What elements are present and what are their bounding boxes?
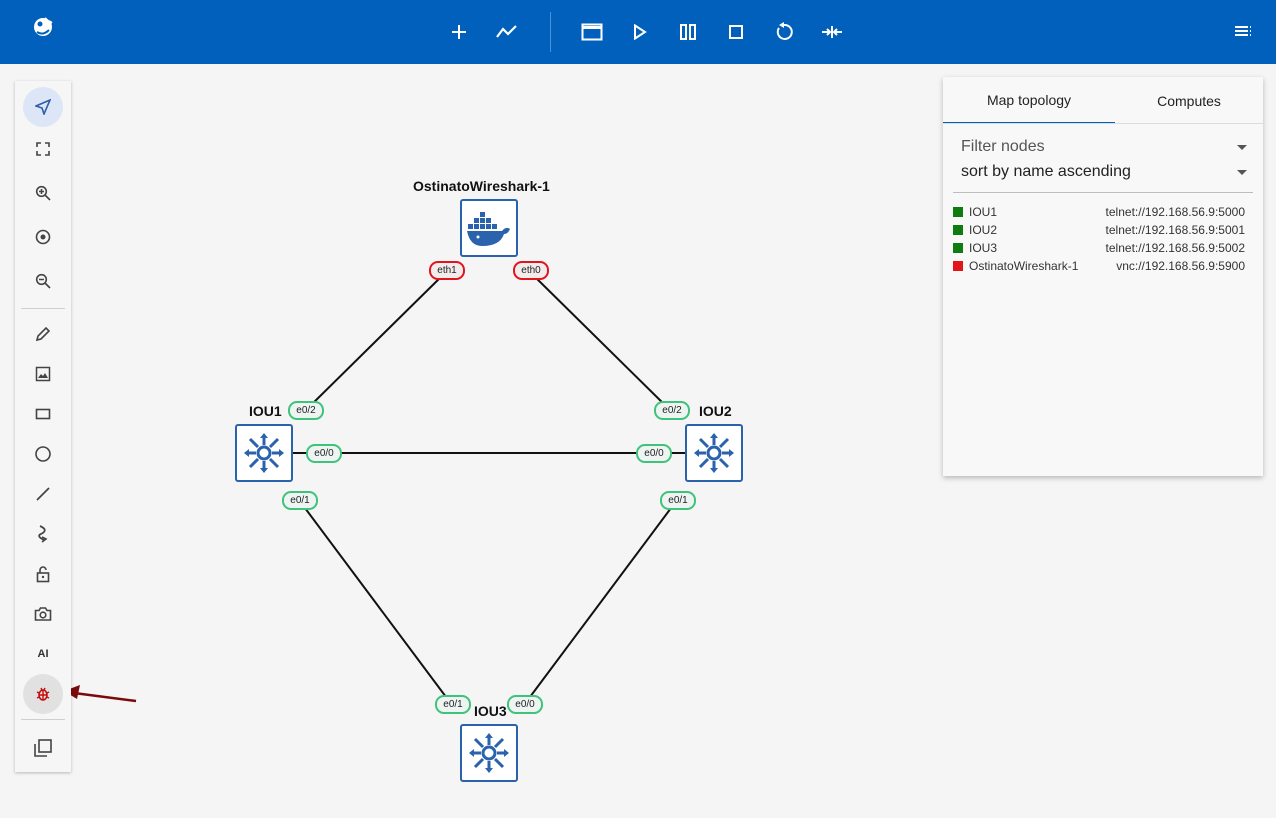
- switch-icon: [694, 433, 734, 473]
- node-list-item[interactable]: OstinatoWireshark-1 vnc://192.168.56.9:5…: [953, 257, 1245, 275]
- node-label-iou1: IOU1: [249, 403, 282, 419]
- docker-icon: [467, 212, 510, 246]
- port-label: e0/0: [306, 444, 342, 463]
- tab-divider: [943, 123, 1263, 124]
- filter-nodes-label: Filter nodes: [961, 138, 1045, 155]
- docker-node-ostinato[interactable]: [460, 199, 518, 257]
- reload-icon[interactable]: [766, 14, 802, 50]
- toolbar-divider: [21, 719, 65, 720]
- switch-node-iou2[interactable]: [685, 424, 743, 482]
- link-osti-iou1: [305, 271, 447, 411]
- trend-icon[interactable]: [489, 14, 525, 50]
- switch-icon: [469, 733, 509, 773]
- link-osti-iou2: [529, 271, 671, 411]
- node-name: IOU2: [969, 223, 998, 237]
- port-label: e0/1: [435, 695, 471, 714]
- node-name: OstinatoWireshark-1: [969, 259, 1079, 273]
- chevron-down-icon: [1237, 170, 1247, 175]
- toolbar-divider: [550, 12, 551, 52]
- switch-icon: [244, 433, 284, 473]
- port-label: e0/0: [636, 444, 672, 463]
- node-label-ostinato: OstinatoWireshark-1: [413, 178, 550, 194]
- port-label: e0/1: [282, 491, 318, 510]
- status-indicator: [953, 207, 963, 217]
- camera-icon[interactable]: [23, 594, 63, 634]
- select-pointer-icon[interactable]: [23, 87, 63, 127]
- zoom-in-icon[interactable]: [23, 173, 63, 213]
- left-toolbar: AI: [15, 81, 71, 772]
- sort-select[interactable]: sort by name ascending: [961, 163, 1251, 183]
- status-indicator: [953, 243, 963, 253]
- zoom-out-icon[interactable]: [23, 261, 63, 301]
- console-window-icon[interactable]: [574, 14, 610, 50]
- status-indicator: [953, 225, 963, 235]
- node-console: telnet://192.168.56.9:5000: [1105, 205, 1245, 219]
- add-icon[interactable]: [441, 14, 477, 50]
- image-icon[interactable]: [23, 354, 63, 394]
- menu-icon[interactable]: [1225, 14, 1261, 50]
- line-icon[interactable]: [23, 474, 63, 514]
- filter-nodes-select[interactable]: Filter nodes: [961, 138, 1251, 158]
- ai-assistant-button[interactable]: AI: [23, 634, 63, 674]
- reset-zoom-icon[interactable]: [23, 217, 63, 257]
- node-console: vnc://192.168.56.9:5900: [1116, 259, 1245, 273]
- play-icon[interactable]: [622, 14, 658, 50]
- stop-icon[interactable]: [718, 14, 754, 50]
- tab-map-topology[interactable]: Map topology: [943, 77, 1115, 124]
- pencil-icon[interactable]: [23, 314, 63, 354]
- node-console: telnet://192.168.56.9:5001: [1105, 223, 1245, 237]
- port-label: eth1: [429, 261, 465, 280]
- sort-value: sort by name ascending: [961, 163, 1131, 180]
- unlock-icon[interactable]: [23, 554, 63, 594]
- link-iou2-iou3: [523, 499, 678, 706]
- port-label: e0/1: [660, 491, 696, 510]
- port-label: e0/0: [507, 695, 543, 714]
- top-toolbar: [0, 0, 1276, 64]
- node-label-iou3: IOU3: [474, 703, 507, 719]
- node-list-item[interactable]: IOU2 telnet://192.168.56.9:5001: [953, 221, 1245, 239]
- switch-node-iou3[interactable]: [460, 724, 518, 782]
- node-list-item[interactable]: IOU1 telnet://192.168.56.9:5000: [953, 203, 1245, 221]
- node-list-item[interactable]: IOU3 telnet://192.168.56.9:5002: [953, 239, 1245, 257]
- pause-icon[interactable]: [670, 14, 706, 50]
- ai-label: AI: [37, 648, 49, 660]
- link-iou1-iou3: [298, 499, 453, 706]
- node-label-iou2: IOU2: [699, 403, 732, 419]
- toolbar-divider: [21, 308, 65, 309]
- fit-screen-icon[interactable]: [23, 129, 63, 169]
- switch-node-iou1[interactable]: [235, 424, 293, 482]
- ellipse-icon[interactable]: [23, 434, 63, 474]
- chevron-down-icon: [1237, 145, 1247, 150]
- link-layer: [293, 271, 686, 706]
- port-label: e0/2: [288, 401, 324, 420]
- annotation-arrow-icon: [64, 685, 137, 703]
- tab-computes[interactable]: Computes: [1157, 92, 1221, 109]
- node-name: IOU1: [969, 205, 998, 219]
- node-console: telnet://192.168.56.9:5002: [1105, 241, 1245, 255]
- curve-connect-icon[interactable]: [23, 514, 63, 554]
- status-indicator: [953, 261, 963, 271]
- rectangle-icon[interactable]: [23, 394, 63, 434]
- collapse-icon[interactable]: [814, 14, 850, 50]
- logo-icon[interactable]: [28, 12, 58, 42]
- topology-canvas[interactable]: OstinatoWireshark-1 IOU1 IOU2: [0, 64, 1276, 818]
- bug-icon[interactable]: [23, 674, 63, 714]
- node-name: IOU3: [969, 241, 998, 255]
- port-label: e0/2: [654, 401, 690, 420]
- topology-panel: Map topology Computes Filter nodes sort …: [943, 77, 1263, 476]
- port-label: eth0: [513, 261, 549, 280]
- layers-icon[interactable]: [23, 728, 63, 768]
- divider: [953, 192, 1253, 193]
